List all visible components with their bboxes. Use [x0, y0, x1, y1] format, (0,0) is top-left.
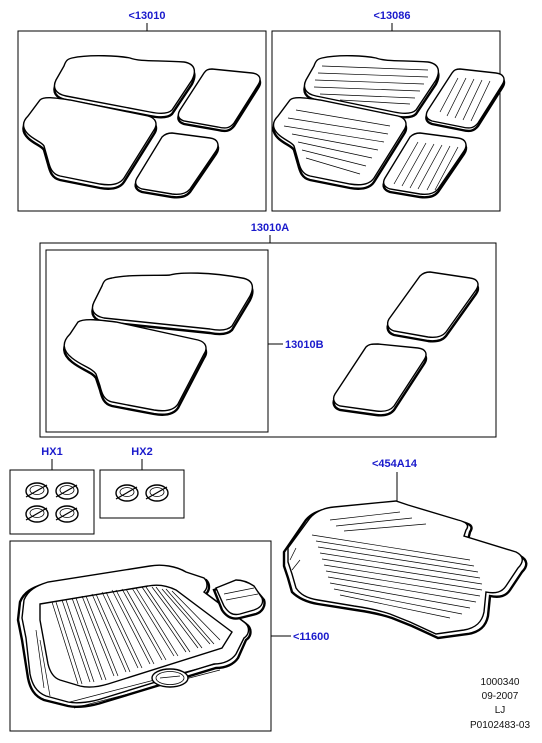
mat-rear-right-13010a	[386, 271, 480, 343]
mat-front-right	[53, 55, 196, 119]
panel-13010a-frame	[39, 242, 497, 438]
callout-11600: <11600	[293, 631, 329, 643]
mat-rear-left	[134, 132, 220, 199]
panel-13086-frame	[271, 30, 501, 212]
hx1-frame	[9, 469, 95, 535]
mat-rear-right	[177, 68, 262, 133]
clip-icon	[25, 505, 49, 523]
clip-icon	[25, 482, 49, 500]
callout-13086: <13086	[373, 10, 410, 22]
panel-standard-mats: <13010	[17, 10, 267, 212]
brand-badge-icon	[151, 668, 189, 688]
meta-line-2: 09-2007	[482, 691, 519, 702]
clip-icon	[115, 484, 139, 502]
clip-icon	[55, 505, 79, 523]
callout-454a14: <454A14	[372, 458, 418, 470]
callout-hx1: HX1	[41, 446, 62, 458]
load-tray: <11600	[9, 540, 329, 732]
meta-line-3: LJ	[495, 705, 506, 716]
meta-line-1: 1000340	[481, 677, 520, 688]
load-space-mat: <454A14	[282, 458, 528, 640]
panel-13010-frame	[17, 30, 267, 212]
callout-13010: <13010	[128, 10, 165, 22]
ribbed-mat-front-right	[303, 55, 440, 119]
tray-side-block	[212, 579, 266, 620]
clip-kit-hx1: HX1	[9, 446, 95, 535]
ribbed-mat-rear-left	[382, 132, 468, 199]
clip-kit-hx2: HX2	[99, 446, 185, 519]
meta-line-4: P0102483-03	[470, 720, 530, 731]
hx2-frame	[99, 469, 185, 519]
panel-ribbed-mats: <13086	[271, 10, 506, 212]
ribbed-mat-front-left	[272, 97, 408, 190]
mat-front-right-13010b	[91, 272, 254, 336]
panel-13010a: 13010A 13010B	[39, 222, 497, 438]
clip-icon	[145, 484, 169, 502]
callout-hx2: HX2	[131, 446, 152, 458]
clip-icon	[55, 482, 79, 500]
mat-rear-left-13010a	[332, 343, 428, 417]
callout-13010a: 13010A	[251, 222, 290, 234]
mat-front-left-13010b	[63, 319, 208, 416]
drawing-reference: 1000340 09-2007 LJ P0102483-03	[470, 677, 530, 731]
mat-front-left	[22, 97, 158, 190]
panel-13010b-frame	[45, 249, 269, 433]
ribbed-mat-rear-right	[425, 68, 506, 133]
callout-13010b: 13010B	[285, 339, 324, 351]
